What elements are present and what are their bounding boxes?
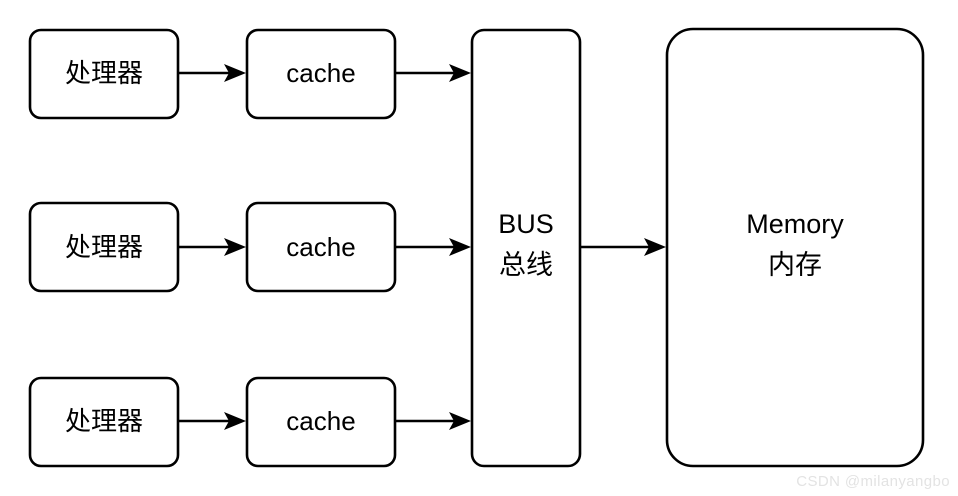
row-1: 处理器 cache	[28, 28, 471, 120]
edge-cache-3-to-bus	[395, 412, 471, 430]
edge-processor-1-to-cache-1	[178, 64, 246, 82]
edge-cache-2-to-bus	[395, 238, 471, 256]
memory-label-line2: 内存	[768, 250, 822, 280]
processor-label-2: 处理器	[65, 232, 143, 262]
cache-label-3: cache	[286, 406, 355, 436]
bus-label-line2: 总线	[499, 250, 553, 280]
processor-label-3: 处理器	[65, 406, 143, 436]
edge-processor-3-to-cache-3	[178, 412, 246, 430]
memory-box[interactable]	[665, 27, 925, 468]
edge-bus-to-memory	[580, 238, 666, 256]
watermark-text: CSDN @milanyangbo	[796, 473, 950, 490]
cache-label-2: cache	[286, 232, 355, 262]
bus-label-line1: BUS	[498, 209, 554, 239]
row-3: 处理器 cache	[28, 376, 471, 468]
processor-label-1: 处理器	[65, 58, 143, 88]
edge-cache-1-to-bus	[395, 64, 471, 82]
memory-label-line1: Memory	[746, 209, 844, 239]
cache-label-1: cache	[286, 58, 355, 88]
row-2: 处理器 cache	[28, 201, 471, 293]
bus-box[interactable]	[470, 28, 582, 468]
edge-processor-2-to-cache-2	[178, 238, 246, 256]
